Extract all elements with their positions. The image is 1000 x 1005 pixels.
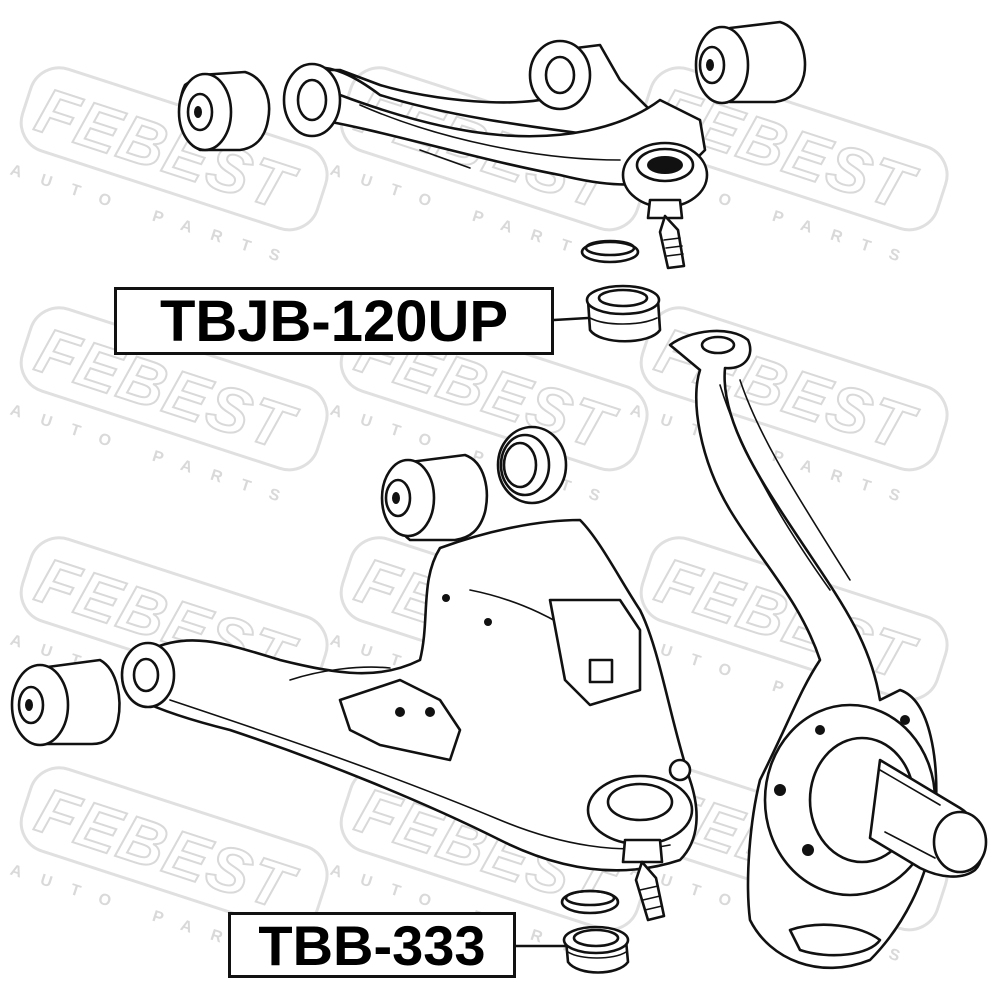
svg-text:FEBEST: FEBEST	[28, 774, 305, 925]
leader-line-upper	[552, 316, 590, 322]
upper-left-bushing	[177, 70, 271, 152]
upper-control-arm	[282, 39, 709, 270]
lower-left-bushing	[10, 658, 121, 747]
part-number-label-lower-boot: TBB-333	[228, 912, 516, 978]
middle-sleeve	[496, 425, 568, 505]
part-number-text: TBB-333	[258, 913, 486, 977]
part-number-label-upper-boot: TBJB-120UP	[114, 287, 554, 355]
steering-knuckle	[668, 329, 988, 970]
part-number-text: TBJB-120UP	[159, 288, 509, 354]
middle-bushing	[380, 453, 489, 542]
upper-right-bushing	[694, 20, 807, 105]
lower-boot-assembly	[560, 889, 630, 974]
upper-boot-assembly	[580, 239, 662, 343]
lower-control-arm	[120, 518, 698, 922]
